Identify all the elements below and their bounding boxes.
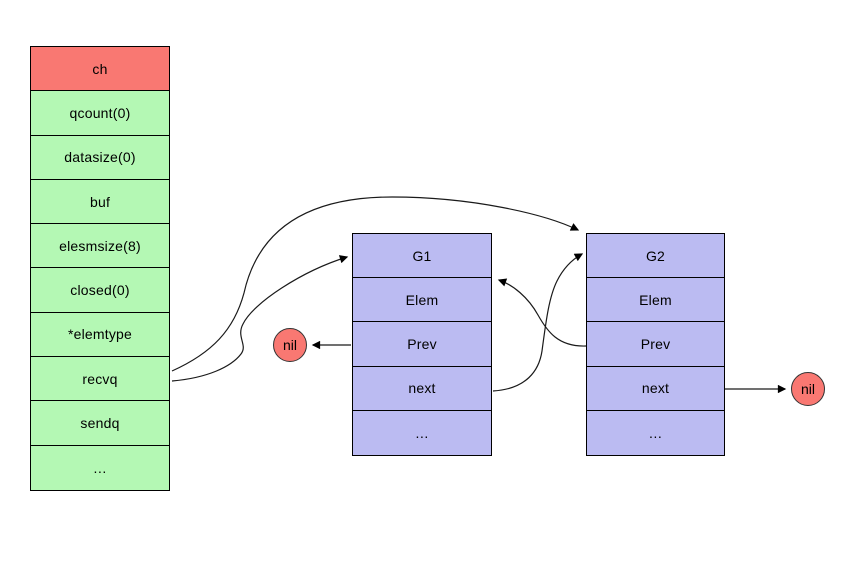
g1-field-elem: Elem — [353, 278, 491, 323]
channel-struct-table: ch qcount(0) datasize(0) buf elesmsize(8… — [30, 46, 170, 491]
channel-struct-header: ch — [31, 47, 169, 92]
edge-g2-prev-to-g1 — [497, 278, 587, 347]
channel-field-ellipsis: … — [31, 445, 169, 490]
goroutine-g2-table: G2 Elem Prev next … — [586, 233, 725, 456]
edge-g1-next-to-g2 — [492, 253, 584, 392]
g1-field-prev: Prev — [353, 322, 491, 367]
g2-field-prev: Prev — [587, 322, 724, 367]
g2-field-ellipsis: … — [587, 410, 724, 455]
channel-field-sendq: sendq — [31, 401, 169, 446]
g2-field-elem: Elem — [587, 278, 724, 323]
g2-field-next: next — [587, 366, 724, 411]
g1-field-next: next — [353, 366, 491, 411]
g1-header: G1 — [353, 234, 491, 279]
nil-node-right: nil — [791, 372, 825, 406]
edge-recvq-to-g1 — [171, 255, 349, 382]
channel-field-elemtype: *elemtype — [31, 312, 169, 358]
channel-field-qcount: qcount(0) — [31, 91, 169, 136]
goroutine-g1-table: G1 Elem Prev next … — [352, 233, 492, 456]
channel-field-elesmsize: elesmsize(8) — [31, 224, 169, 269]
channel-field-buf: buf — [31, 179, 169, 225]
channel-field-closed: closed(0) — [31, 268, 169, 313]
g2-header: G2 — [587, 234, 724, 279]
nil-node-left: nil — [273, 328, 307, 362]
channel-field-datasize: datasize(0) — [31, 135, 169, 180]
channel-field-recvq: recvq — [31, 357, 169, 402]
g1-field-ellipsis: … — [353, 410, 491, 455]
